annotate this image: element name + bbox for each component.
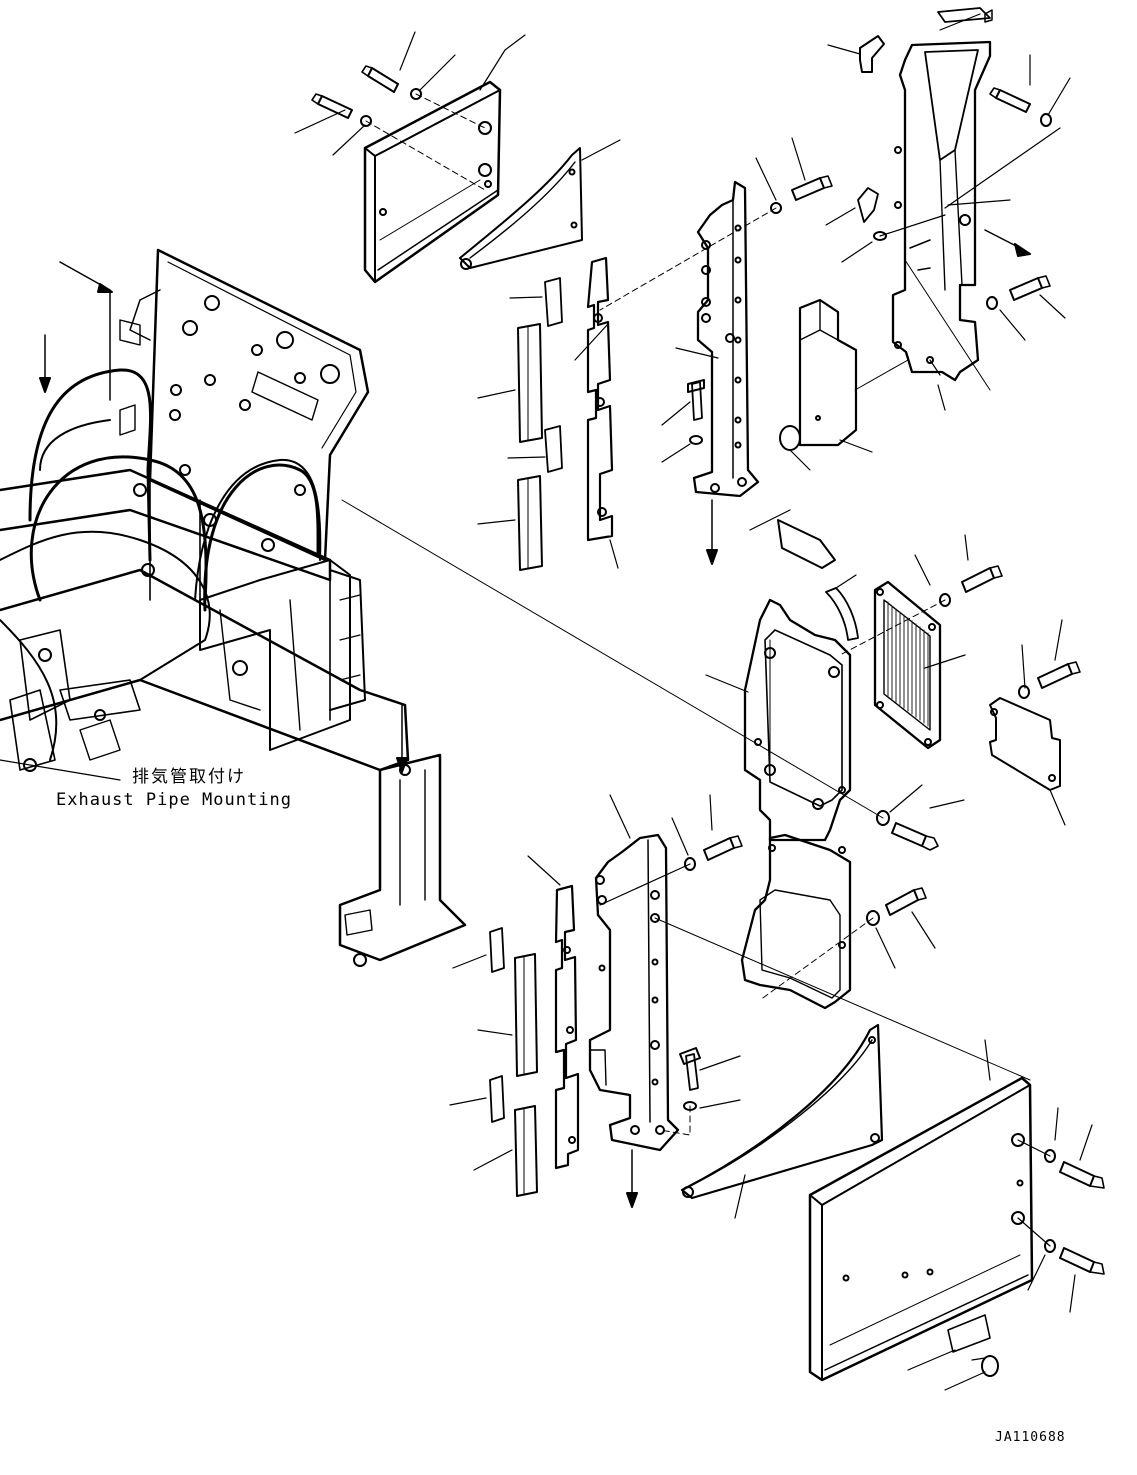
heat-insulator-block xyxy=(779,298,909,471)
diagonal-support-strap xyxy=(680,1023,884,1219)
lower-side-cover-plate xyxy=(808,1039,1034,1391)
upper-side-cover-plate xyxy=(363,34,526,284)
japanese-caption: 排気管取付け xyxy=(132,767,246,787)
bolt-washer-group-middle-right xyxy=(341,499,965,1001)
bolt-washer-group-bottom-right xyxy=(1017,1107,1105,1313)
bolt-washer-group-top-right xyxy=(825,54,1071,391)
tall-side-bracket-plate xyxy=(891,7,1031,411)
english-caption: Exhaust Pipe Mounting xyxy=(56,790,292,810)
bolt-washer-group-post-upper xyxy=(599,137,833,463)
bolt-washer-group-top-left xyxy=(294,31,486,191)
curved-support-bracket-top xyxy=(459,139,621,270)
drawing-number: JA110688 xyxy=(995,1430,1066,1445)
seal-channel-set-upper xyxy=(477,256,619,571)
exhaust-pipe-cover xyxy=(705,509,859,1010)
vertical-post-bracket-upper xyxy=(675,180,760,565)
bolt-washer-group-post-lower xyxy=(599,794,743,1136)
bolt-washer-group-grille xyxy=(839,534,1081,699)
elbow-pipe-top xyxy=(827,35,885,73)
seal-channel-set-lower xyxy=(449,855,580,1197)
small-access-cover xyxy=(989,697,1066,826)
mesh-grille-panel xyxy=(873,580,966,750)
vertical-post-bracket-lower xyxy=(588,794,1031,1208)
machine-frame-assembly xyxy=(0,248,467,967)
